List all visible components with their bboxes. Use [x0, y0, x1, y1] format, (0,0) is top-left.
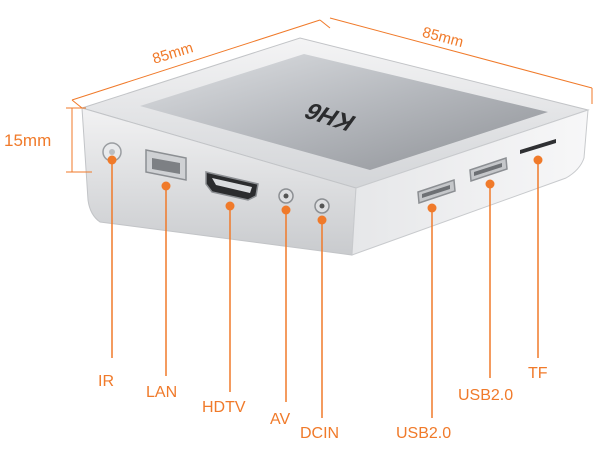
- label-usb-a: USB2.0: [396, 425, 452, 442]
- hdtv-marker: [225, 201, 235, 211]
- box-right-face: [351, 109, 589, 256]
- label-hdtv: HDTV: [202, 399, 246, 416]
- ir-marker: [107, 155, 117, 165]
- label-ir: IR: [98, 373, 114, 390]
- usb-a-marker: [427, 203, 437, 213]
- dcin-marker: [317, 215, 327, 225]
- tf-slot-icon: [520, 139, 556, 154]
- box-body: KH6: [80, 37, 590, 256]
- depth-dimension-line: [329, 17, 593, 89]
- ports-right: [417, 139, 556, 205]
- label-usb-b: USB2.0: [458, 387, 514, 404]
- usb-b-marker: [485, 179, 495, 189]
- av-marker: [281, 205, 291, 215]
- leader-lines: [107, 155, 543, 418]
- width-dimension-line: [71, 19, 321, 101]
- label-av: AV: [270, 411, 291, 428]
- label-lan: LAN: [146, 384, 178, 401]
- dimension-lines: [66, 17, 593, 173]
- box-top-plate: [140, 54, 548, 170]
- height-dimension-label: 15mm: [4, 131, 52, 150]
- lan-marker: [161, 181, 171, 191]
- label-dcin: DCIN: [300, 425, 340, 442]
- tf-marker: [533, 155, 543, 165]
- label-tf: TF: [528, 365, 548, 382]
- ports-front: [102, 142, 330, 214]
